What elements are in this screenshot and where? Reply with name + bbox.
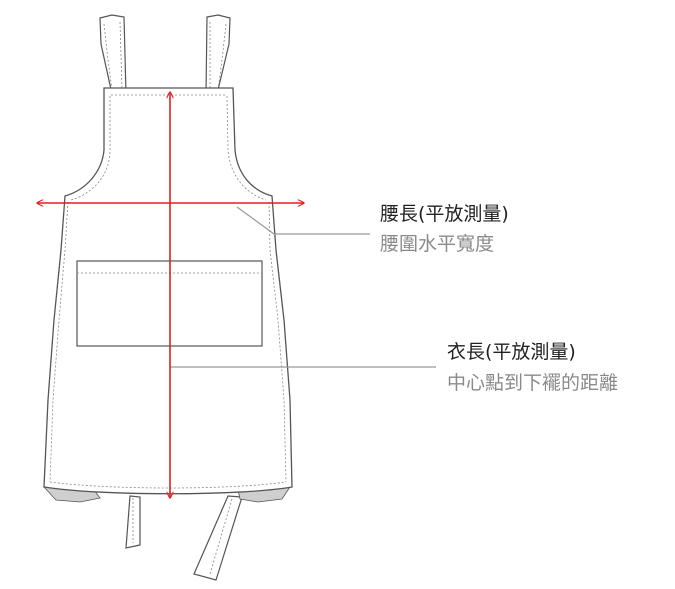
length-label-subtitle: 中心點到下襬的距離 bbox=[447, 372, 619, 394]
left-waist-tie bbox=[125, 495, 141, 549]
right-waist-tie bbox=[193, 495, 243, 581]
waist-label-subtitle: 腰圍水平寬度 bbox=[380, 233, 495, 255]
left-shoulder-strap bbox=[99, 14, 127, 95]
right-shoulder-strap bbox=[205, 14, 231, 95]
waist-label-title: 腰長(平放測量) bbox=[380, 203, 509, 225]
length-label-title: 衣長(平放測量) bbox=[447, 341, 576, 363]
waist-leader-line bbox=[236, 206, 370, 235]
